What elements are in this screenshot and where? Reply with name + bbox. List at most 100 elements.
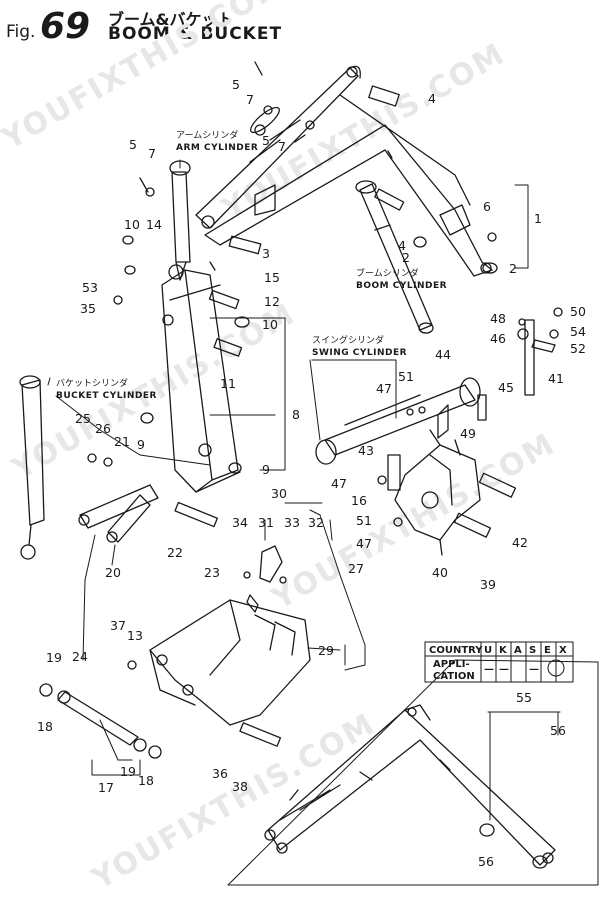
part-callout: 10 (262, 317, 278, 332)
watermark-text: YOUFIXTHIS.COM (0, 0, 291, 157)
part-callout: 29 (318, 643, 334, 658)
part-callout: 6 (483, 199, 491, 214)
part-callout: 54 (570, 324, 586, 339)
part-callout: 5 (262, 133, 270, 148)
part-callout: 4 (428, 91, 436, 106)
part-callout: 19 (120, 764, 136, 779)
arm-cylinder-label-jp: アームシリンダ (176, 129, 238, 141)
swing-cylinder-label: SWING CYLINDER (312, 348, 407, 358)
part-callout: 5 (129, 137, 137, 152)
part-callout: 56 (478, 854, 494, 869)
part-callout: 32 (308, 515, 324, 530)
arm-cylinder (169, 160, 191, 281)
part-callout: 25 (75, 411, 91, 426)
part-callout: 36 (212, 766, 228, 781)
table-cell: — (484, 664, 494, 675)
part-callout: 27 (348, 561, 364, 576)
part-callout: 53 (82, 280, 98, 295)
pins-and-bushings (39, 61, 563, 759)
part-callout: 3 (262, 246, 270, 261)
part-callout: 10 (124, 217, 140, 232)
boom-cylinder-label: BOOM CYLINDER (356, 281, 447, 291)
part-callout: 43 (358, 443, 374, 458)
boom-cylinder (355, 180, 434, 334)
part-callout: 19 (46, 650, 62, 665)
part-callout: 41 (548, 371, 564, 386)
part-callout: 40 (432, 565, 448, 580)
part-callout: 56 (550, 723, 566, 738)
part-callout: 14 (146, 217, 162, 232)
table-header-label: COUNTRY (429, 645, 483, 656)
tooth-assembly (243, 545, 287, 613)
part-callout: 8 (292, 407, 300, 422)
part-callout: 31 (258, 515, 274, 530)
boom-cylinder-label-jp: ブームシリンダ (356, 267, 419, 279)
part-callout: 22 (167, 545, 183, 560)
table-cell: — (499, 664, 509, 675)
part-callout: 21 (114, 434, 130, 449)
table-column-header: X (559, 645, 567, 656)
part-callout: 20 (105, 565, 121, 580)
figure-title-english: BOOM & BUCKET (108, 24, 283, 44)
part-callout: 42 (512, 535, 528, 550)
bucket-links (57, 484, 159, 746)
part-callout: 26 (95, 421, 111, 436)
part-callout: 16 (351, 493, 367, 508)
part-callout: 35 (80, 301, 96, 316)
part-callout: 55 (516, 690, 532, 705)
part-callout: 7 (246, 92, 254, 107)
part-callout: 47 (356, 536, 372, 551)
part-callout: 51 (398, 369, 414, 384)
part-callout: 11 (220, 376, 236, 391)
part-callout: 7 (278, 139, 286, 154)
part-callout: 9 (137, 437, 145, 452)
part-callout: 30 (271, 486, 287, 501)
part-callout: 9 (262, 462, 270, 477)
arm-cylinder-label: ARM CYLINDER (176, 143, 258, 153)
part-callout: 2 (402, 250, 410, 265)
part-callout: 45 (498, 380, 514, 395)
part-callout: 51 (356, 513, 372, 528)
table-column-header: K (499, 645, 508, 656)
part-callout: 1 (534, 211, 542, 226)
part-callout: 52 (570, 341, 586, 356)
part-callout: 39 (480, 577, 496, 592)
boom-option-panel (227, 659, 599, 886)
swing-cylinder (315, 377, 481, 465)
table-column-header: S (529, 645, 536, 656)
part-callout: 23 (204, 565, 220, 580)
part-callout: 37 (110, 618, 126, 633)
part-callout: 49 (460, 426, 476, 441)
bucket (149, 599, 311, 726)
table-cell: — (529, 664, 539, 675)
part-callout: 13 (127, 628, 143, 643)
swing-cylinder-label-jp: スイングシリンダ (312, 334, 384, 346)
part-callout: 24 (72, 649, 88, 664)
table-column-header: E (544, 645, 551, 656)
table-column-header: A (514, 645, 522, 656)
figure-number: 69 (40, 6, 91, 47)
part-callout: 46 (490, 331, 506, 346)
part-callout: 47 (331, 476, 347, 491)
part-callout: 48 (490, 311, 506, 326)
part-callout: 47 (376, 381, 392, 396)
part-callout: 17 (98, 780, 114, 795)
part-callout: 15 (264, 270, 280, 285)
part-callout: 2 (509, 261, 517, 276)
bucket-cylinder (19, 375, 45, 560)
bucket-cylinder-label: BUCKET CYLINDER (56, 391, 157, 401)
table-row-label: CATION (433, 671, 475, 682)
table-row-label: APPLI- (433, 659, 470, 670)
part-callout: 7 (148, 146, 156, 161)
watermark-text: YOUFIXTHIS.COM (86, 706, 382, 897)
bucket-cylinder-label-jp: バケットシリンダ (56, 377, 128, 389)
figure-prefix: Fig. (6, 22, 36, 42)
part-callout: 33 (284, 515, 300, 530)
part-callout: 44 (435, 347, 451, 362)
figure-title-japanese: ブーム&バケット (108, 10, 234, 29)
part-callout: 38 (232, 779, 248, 794)
callout-brackets (47, 159, 561, 821)
arm-assembly (161, 264, 241, 493)
